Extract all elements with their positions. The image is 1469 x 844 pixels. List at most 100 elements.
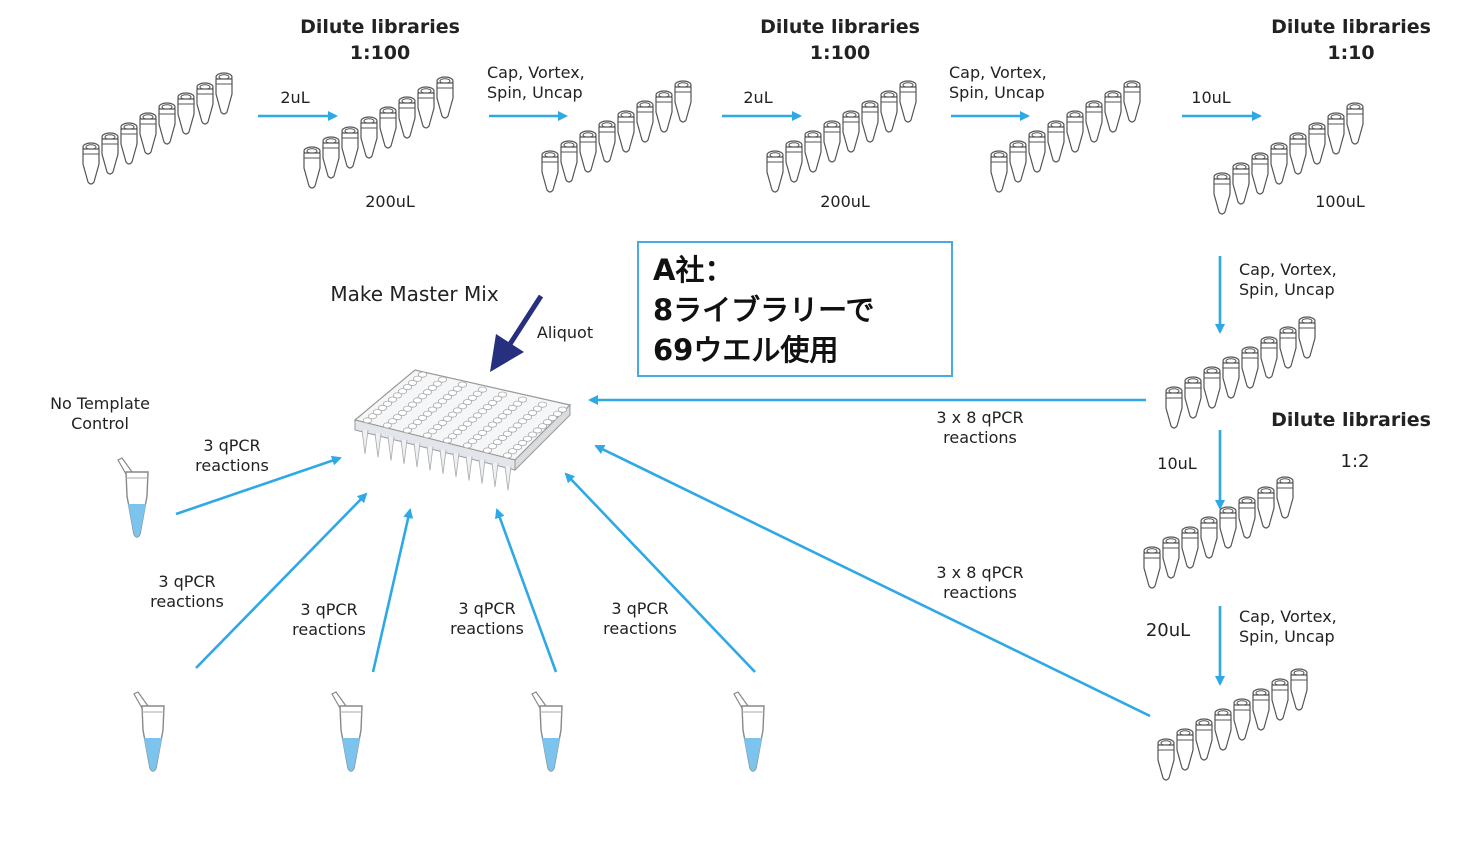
plate-well xyxy=(487,443,498,450)
plate-well xyxy=(382,400,393,407)
plate-well xyxy=(482,425,493,432)
plate-well xyxy=(537,423,548,430)
flow-arrows xyxy=(175,111,1262,718)
plate-well xyxy=(427,384,438,391)
tube-strip-source xyxy=(82,72,233,185)
transfer-volume-3: 10uL xyxy=(1191,88,1231,107)
arrow-standard-2-to-plate xyxy=(371,508,414,673)
plate-well xyxy=(472,412,483,419)
plate-well xyxy=(432,424,443,431)
arrow-standard-3-to-plate xyxy=(495,508,558,673)
plate-well xyxy=(512,422,523,429)
plate-well xyxy=(517,418,528,425)
plate-well xyxy=(452,429,463,436)
plate-well xyxy=(407,401,418,408)
dilute-step-1-title: Dilute libraries 1:100 xyxy=(300,16,460,64)
arrow-standard-4-to-plate xyxy=(564,472,756,673)
plate-well xyxy=(402,405,413,412)
plate-well xyxy=(427,406,438,413)
plate-well xyxy=(422,432,433,439)
standard-1-reactions: 3 qPCR reactions xyxy=(150,572,224,611)
arrow-strip-to-plate-lower xyxy=(594,444,1151,718)
plate-reactions-upper: 3 x 8 qPCR reactions xyxy=(936,408,1024,447)
plate-well xyxy=(402,384,413,391)
plate-well xyxy=(392,414,403,421)
plate-well xyxy=(382,422,393,429)
plate-well xyxy=(492,417,503,424)
plate-well xyxy=(477,386,488,393)
mix-step-4: Cap, Vortex, Spin, Uncap xyxy=(1239,607,1337,646)
plate-well xyxy=(522,435,533,442)
plate-well xyxy=(492,439,503,446)
dilution-volume-3: 100uL xyxy=(1315,192,1365,211)
standard-tube-1 xyxy=(133,691,165,772)
plate-well xyxy=(442,437,453,444)
plate-well xyxy=(372,409,383,416)
plate-well xyxy=(417,393,428,400)
transfer-volume-4: 10uL xyxy=(1157,454,1197,473)
arrow-standard-1-to-plate xyxy=(195,492,368,669)
plate-well xyxy=(492,395,503,402)
mix-step-1: Cap, Vortex, Spin, Uncap xyxy=(487,63,585,102)
arrow-ntc-to-plate xyxy=(175,455,342,516)
no-template-control-label: No Template Control xyxy=(50,394,150,433)
tube-strip-mixed-4 xyxy=(1157,668,1308,781)
plate-well xyxy=(452,385,463,392)
plate-well xyxy=(497,413,508,420)
plate-well xyxy=(447,433,458,440)
plate-well xyxy=(457,403,468,410)
plate-well xyxy=(367,413,378,420)
ntc-tube xyxy=(117,457,149,538)
plate-well xyxy=(502,430,513,437)
plate-well xyxy=(432,380,443,387)
plate-well xyxy=(452,407,463,414)
plate-well xyxy=(397,409,408,416)
plate-well xyxy=(442,394,453,401)
transfer-volume-1: 2uL xyxy=(280,88,310,107)
plate-well xyxy=(542,419,553,426)
note-line-1: A社： xyxy=(653,253,734,287)
plate-well xyxy=(412,397,423,404)
plate-well xyxy=(547,414,558,421)
plate-well xyxy=(517,396,528,403)
plate-well xyxy=(407,423,418,430)
transfer-volume-2: 2uL xyxy=(743,88,773,107)
plate-well xyxy=(497,434,508,441)
dilution-volume-1: 200uL xyxy=(365,192,415,211)
plate-well xyxy=(552,410,563,417)
plate-well xyxy=(412,419,423,426)
plate-well xyxy=(512,400,523,407)
plate-well xyxy=(497,391,508,398)
plate-well xyxy=(397,388,408,395)
plate-well xyxy=(387,396,398,403)
dilution-volume-2: 200uL xyxy=(820,192,870,211)
plate-well xyxy=(537,401,548,408)
plate-well xyxy=(422,410,433,417)
plate-well xyxy=(442,415,453,422)
plate-well xyxy=(532,427,543,434)
dilution-volume-4: 20uL xyxy=(1145,620,1191,641)
plate-well xyxy=(477,408,488,415)
plate-well xyxy=(412,375,423,382)
tube-strip-dilution-1 xyxy=(303,76,454,189)
plate-well xyxy=(557,406,568,413)
aliquot-arrow xyxy=(490,294,544,372)
mix-step-3: Cap, Vortex, Spin, Uncap xyxy=(1239,260,1337,299)
plate-well xyxy=(432,402,443,409)
plate-well xyxy=(417,414,428,421)
plate-well xyxy=(387,418,398,425)
plate-well xyxy=(422,389,433,396)
qpcr-plate xyxy=(353,369,572,491)
plate-well xyxy=(477,429,488,436)
plate-well xyxy=(507,426,518,433)
plate-well xyxy=(447,411,458,418)
plate-well xyxy=(447,389,458,396)
plate-well xyxy=(522,414,533,421)
annotation-box: A社： 8ライブラリーで 69ウエル使用 xyxy=(637,241,953,377)
plate-well xyxy=(392,392,403,399)
standard-tube-3 xyxy=(531,691,563,772)
ntc-reactions-label: 3 qPCR reactions xyxy=(195,436,269,475)
plate-well xyxy=(472,390,483,397)
plate-well xyxy=(437,398,448,405)
plate-well xyxy=(407,379,418,386)
